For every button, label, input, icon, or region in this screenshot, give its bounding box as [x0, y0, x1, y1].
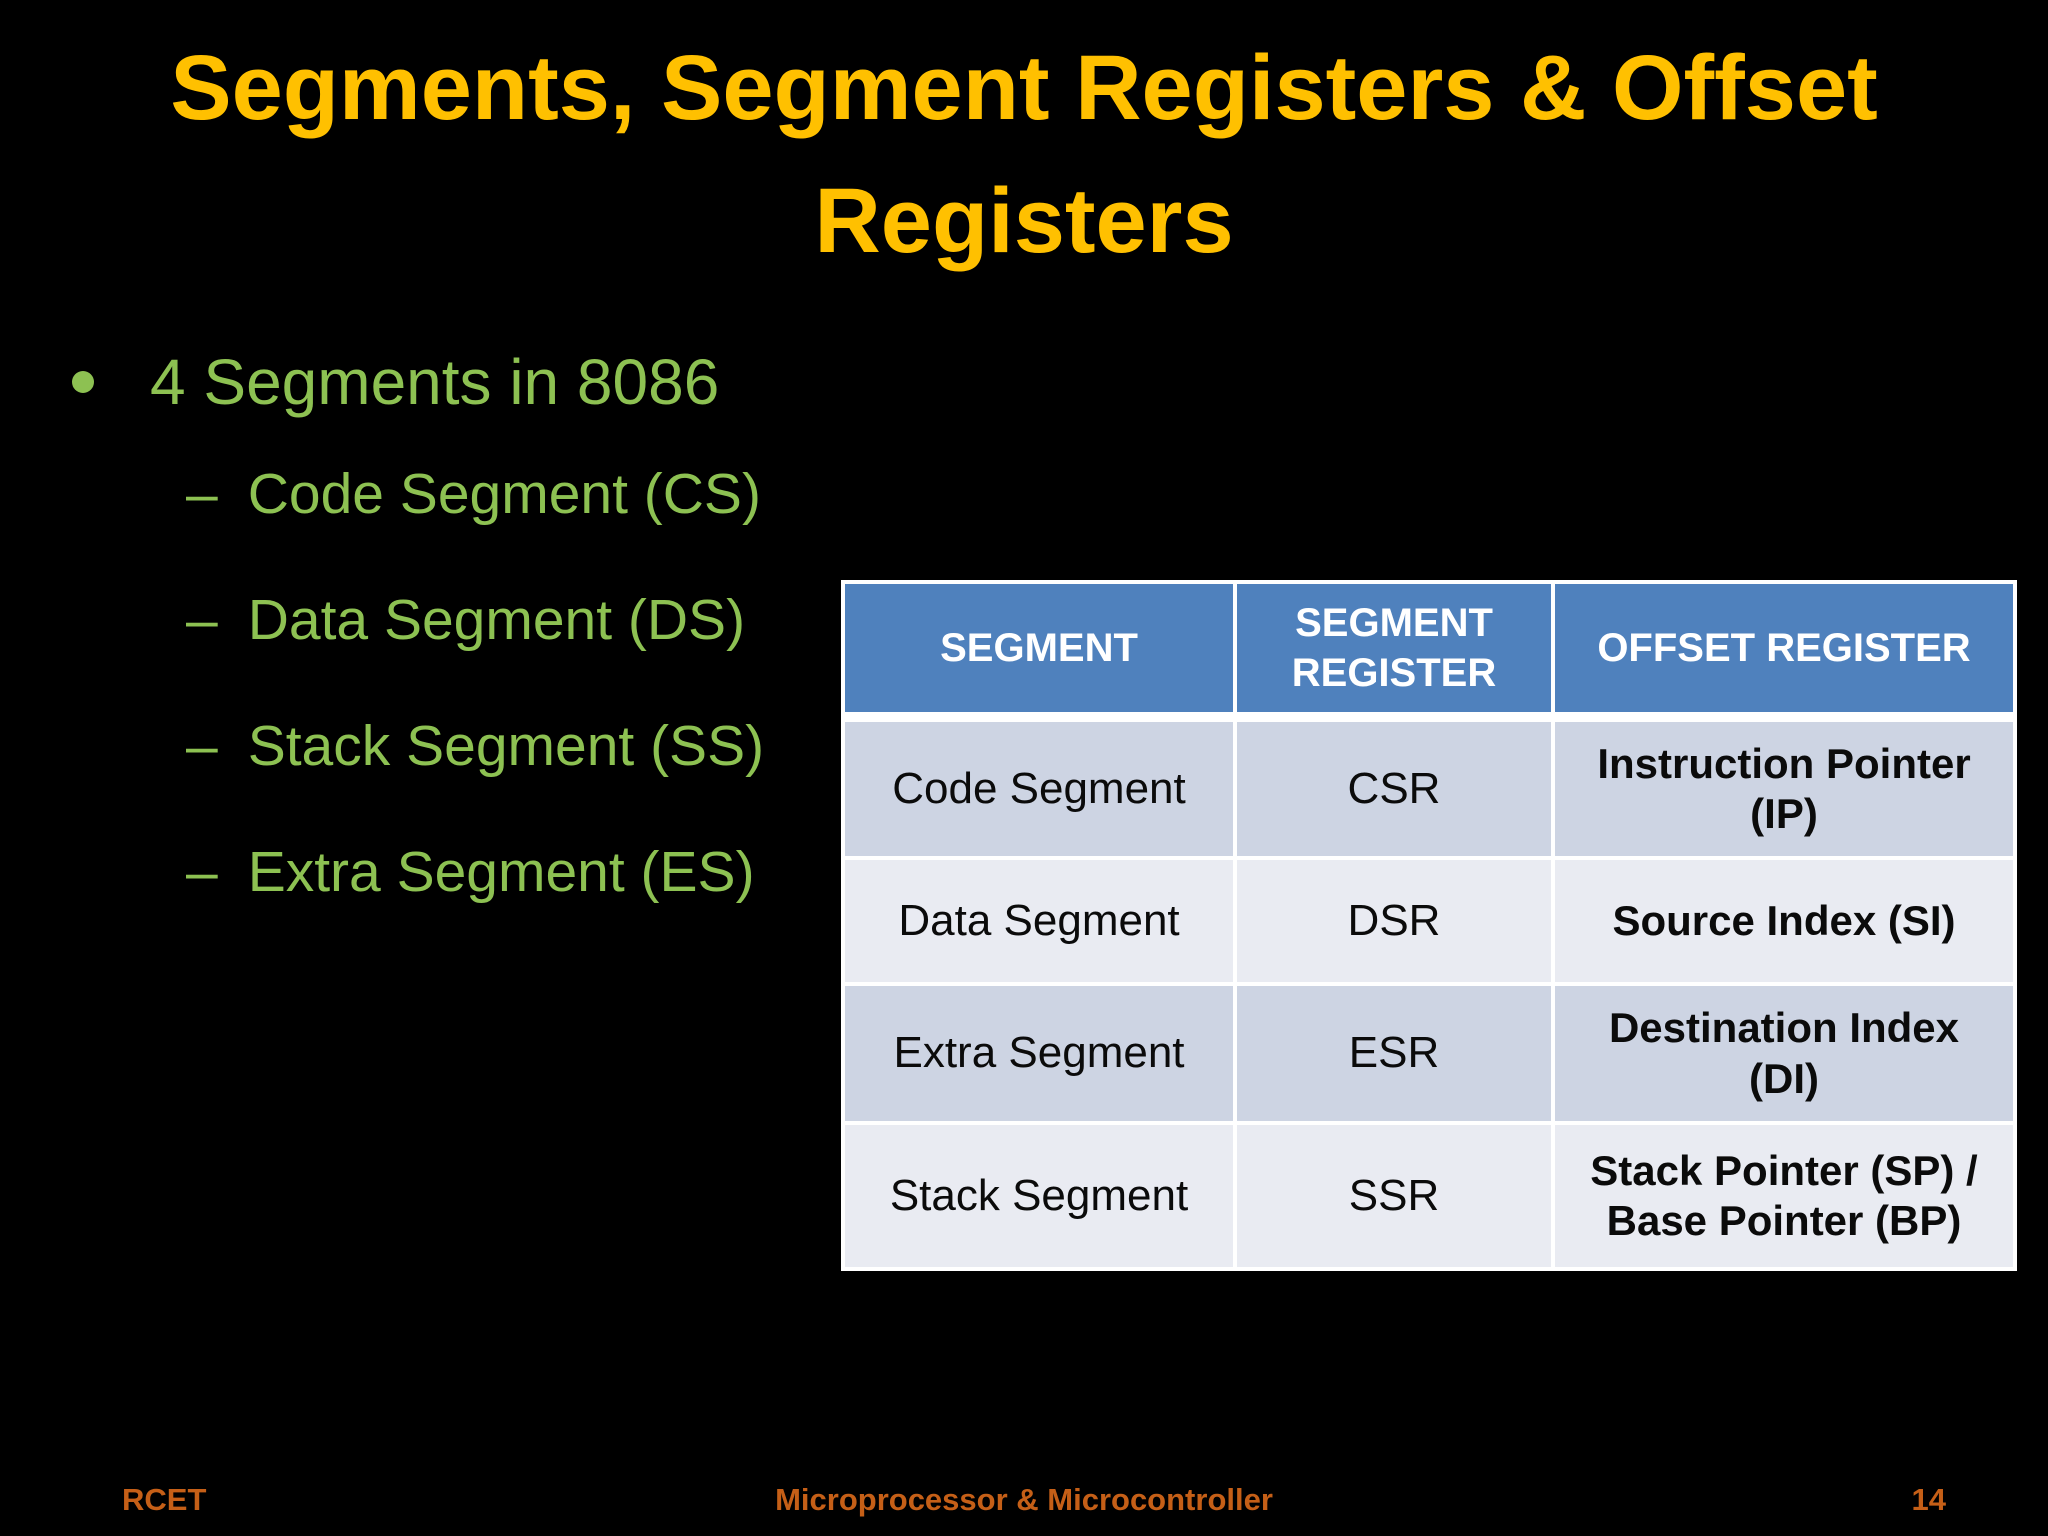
cell-offset: Destination Index (DI)	[1555, 986, 2017, 1125]
cell-segment: Data Segment	[841, 860, 1237, 986]
bullet-label-code-segment: Code Segment (CS)	[247, 462, 761, 526]
cell-segment: Code Segment	[841, 722, 1237, 860]
bullet-list: 4 Segments in 8086 – Code Segment (CS) –…	[0, 345, 860, 965]
bullet-label-extra-segment: Extra Segment (ES)	[247, 840, 755, 904]
column-header-offset-register: OFFSET REGISTER	[1555, 580, 2017, 722]
cell-segment: Extra Segment	[841, 986, 1237, 1125]
bullet-item-extra-segment: – Extra Segment (ES)	[186, 839, 860, 905]
bullet-label-stack-segment: Stack Segment (SS)	[247, 714, 765, 778]
cell-register: ESR	[1237, 986, 1555, 1125]
cell-register: DSR	[1237, 860, 1555, 986]
column-header-segment: SEGMENT	[841, 580, 1237, 722]
bullet-item-stack-segment: – Stack Segment (SS)	[186, 713, 860, 779]
bullet-item-data-segment: – Data Segment (DS)	[186, 587, 860, 653]
cell-register: SSR	[1237, 1125, 1555, 1271]
table-header-row: SEGMENT SEGMENT REGISTER OFFSET REGISTER	[841, 580, 2017, 722]
bullet-item-main: 4 Segments in 8086	[72, 345, 860, 419]
cell-segment: Stack Segment	[841, 1125, 1237, 1271]
footer-institution: RCET	[122, 1482, 207, 1517]
dash-icon: –	[186, 714, 218, 778]
bullet-item-code-segment: – Code Segment (CS)	[186, 461, 860, 527]
dash-icon: –	[186, 462, 218, 526]
table-row: Stack Segment SSR Stack Pointer (SP) / B…	[841, 1125, 2017, 1271]
slide-footer: RCET Microprocessor & Microcontroller 14	[0, 1478, 2048, 1518]
dash-icon: –	[186, 840, 218, 904]
cell-register: CSR	[1237, 722, 1555, 860]
cell-offset: Source Index (SI)	[1555, 860, 2017, 986]
bullet-dot-icon	[72, 371, 94, 393]
cell-offset: Instruction Pointer (IP)	[1555, 722, 2017, 860]
footer-course-title: Microprocessor & Microcontroller	[775, 1482, 1273, 1517]
slide-title: Segments, Segment Registers & Offset Reg…	[170, 37, 1878, 273]
bullet-label-data-segment: Data Segment (DS)	[247, 588, 746, 652]
dash-icon: –	[186, 588, 218, 652]
segment-register-table: SEGMENT SEGMENT REGISTER OFFSET REGISTER…	[841, 580, 2017, 1271]
table-row: Data Segment DSR Source Index (SI)	[841, 860, 2017, 986]
table-row: Code Segment CSR Instruction Pointer (IP…	[841, 722, 2017, 860]
column-header-segment-register: SEGMENT REGISTER	[1237, 580, 1555, 722]
footer-page-number: 14	[1911, 1482, 1946, 1517]
table-row: Extra Segment ESR Destination Index (DI)	[841, 986, 2017, 1125]
cell-offset: Stack Pointer (SP) / Base Pointer (BP)	[1555, 1125, 2017, 1271]
bullet-main-label: 4 Segments in 8086	[150, 346, 720, 418]
